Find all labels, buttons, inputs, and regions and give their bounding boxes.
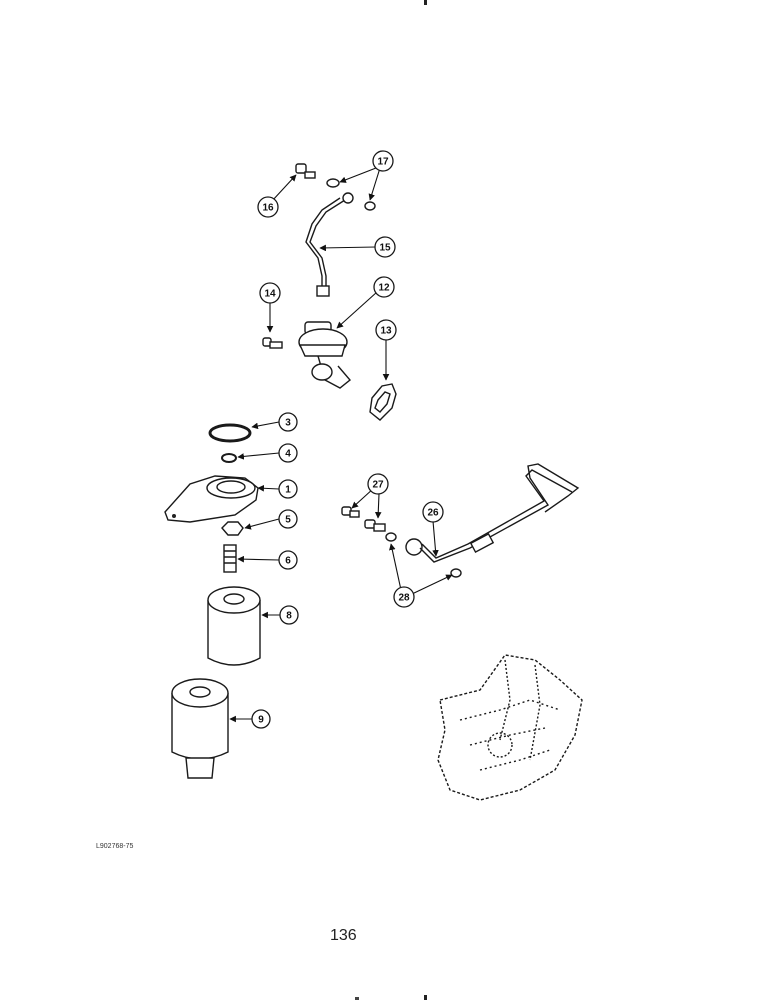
bolt-14 [262,337,283,349]
svg-text:9: 9 [258,715,264,726]
svg-text:6: 6 [285,556,291,567]
washers-28 [385,532,462,578]
callout-8: 8 [279,605,299,625]
callout-13: 13 [375,319,397,341]
lift-pump-12 [298,321,352,389]
svg-text:3: 3 [285,418,291,429]
svg-text:27: 27 [372,480,384,491]
svg-text:16: 16 [262,203,274,214]
callout-15: 15 [374,236,396,258]
svg-text:17: 17 [377,157,389,168]
nut-5 [221,521,244,536]
filter-head-1 [164,475,259,523]
filter-element-8 [207,586,261,666]
svg-text:15: 15 [379,243,391,254]
stud-6 [223,544,237,573]
callout-3: 3 [278,412,298,432]
svg-text:28: 28 [398,593,410,604]
page-number: 136 [330,927,357,944]
washers-17 [326,178,376,211]
svg-text:8: 8 [286,611,292,622]
reference-code: L902768-75 [96,843,134,850]
filter-with-bowl-9 [171,678,229,779]
svg-text:14: 14 [264,289,276,300]
banjo-bolts-27 [341,506,386,532]
svg-text:1: 1 [285,485,291,496]
svg-text:4: 4 [285,449,291,460]
callout-17: 17 [372,150,394,172]
o-ring-3 [208,423,252,443]
callout-14: 14 [259,282,281,304]
callout-26: 26 [422,501,444,523]
injection-pump-illustration [437,654,583,801]
callout-12: 12 [373,276,395,298]
callout-5: 5 [278,509,298,529]
svg-text:13: 13 [380,326,392,337]
callout-6: 6 [278,550,298,570]
gasket-13 [369,383,397,421]
seal-ring-4 [221,453,237,463]
svg-text:5: 5 [285,515,291,526]
svg-text:12: 12 [378,283,390,294]
svg-text:26: 26 [427,508,439,519]
callout-27: 27 [367,473,389,495]
callout-28: 28 [393,586,415,608]
bolt-16 [295,163,316,179]
fuel-pipe-26 [405,463,580,563]
callout-4: 4 [278,443,298,463]
callout-9: 9 [251,709,271,729]
callout-1: 1 [278,479,298,499]
callout-16: 16 [257,196,279,218]
fuel-line-15 [305,192,354,297]
